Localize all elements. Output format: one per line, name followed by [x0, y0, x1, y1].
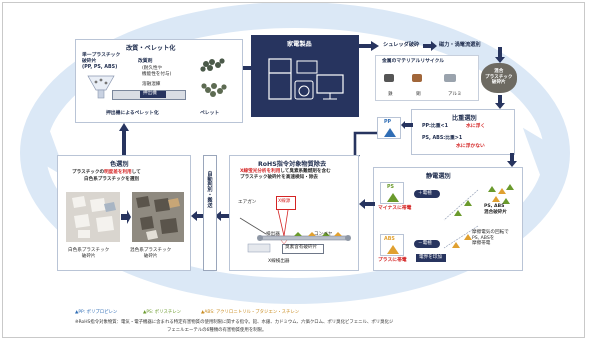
rohs-desc: X線蛍光分析を利用して臭素系難燃剤を含む プラスチック破砕片を高速検知・除去 [240, 169, 331, 180]
electrostatic-title: 静電選別 [426, 173, 451, 180]
mixed-crushed-label: PS, ABS 混合破砕片 [484, 204, 507, 215]
pellet-title: 改質・ペレット化 [126, 45, 176, 52]
bromine-box [282, 244, 324, 254]
pellet-label: ペレット [200, 111, 220, 116]
ps-badge-box: PS [380, 182, 404, 204]
color-sort-block: 色選別 プラスチックの明度差を利用して 白色系プラスチックを選別 白色系プラスチ… [57, 155, 191, 271]
arrow-electrostatic-to-rohs [359, 199, 375, 209]
pellet-pile-icon [200, 58, 227, 97]
color-sort-photos [66, 192, 184, 242]
magnetic-label: 磁力・渦電流選別 [439, 42, 481, 48]
rohs-title: RoHS指令対象物質除去 [258, 161, 327, 168]
diagram-frame: 改質・ペレット化 単一プラスチック 破砕片 (PP, PS, ABS) 改質剤 … [2, 2, 585, 338]
ps-charge: マイナスに帯電 [378, 206, 412, 211]
arrow-gravity-to-pp [401, 121, 413, 129]
pp-badge-box: PP [377, 117, 401, 139]
rohs-conveyor-drawing [239, 209, 351, 253]
appliances-title: 家電製品 [287, 41, 312, 48]
color-title: 色選別 [110, 161, 129, 168]
legend-abs: ▲ABS: アクリロニトリル・ブタジエン・スチレン [201, 309, 299, 315]
rohs-detector: 検出器 [266, 232, 280, 237]
legend-ps-text: ▲PS: ポリスチレン [143, 310, 182, 315]
modifier-note: (耐久性や 機能性を付与) [142, 66, 172, 77]
gravity-psabs-line: PS, ABS:比重>1 [422, 136, 463, 141]
color-white-label: 白色系プラスチック 破砕片 [68, 248, 110, 259]
minus-electrode-label: －電極 [418, 241, 432, 246]
pellet-block: 改質・ペレット化 単一プラスチック 破砕片 (PP, PS, ABS) 改質剤 … [75, 39, 243, 123]
metal-aluminum: アルミ [448, 92, 462, 97]
mixed-plastic-label: 混合 プラスチック 破砕片 [485, 69, 513, 86]
melt-label: 溶融混練 [142, 82, 161, 87]
rohs-block: RoHS指令対象物質除去 X線蛍光分析を利用して臭素系難燃剤を含む プラスチック… [229, 155, 359, 271]
rohs-desc-red: X線蛍光分析を利用 [240, 169, 281, 174]
arrow-rohs-to-auto [215, 211, 229, 221]
gravity-psabs-result: 水に浮かない [456, 144, 485, 149]
pellet-by-extruder-label: 押出機によるペレット化 [106, 111, 159, 116]
metal-copper: 銅 [416, 92, 421, 97]
legend-ps: ▲PS: ポリスチレン [143, 309, 181, 315]
minus-electrode [414, 240, 440, 248]
rohs-xray-unit: X線検出器 [268, 259, 290, 264]
abs-triangle [387, 245, 399, 254]
gravity-title: 比重選別 [452, 115, 477, 122]
plus-electrode-label: ＋電極 [418, 191, 432, 196]
ps-badge: PS [387, 185, 394, 190]
legend-note2: フェニルエーテルの6種類の有害物質使用を制限。 [167, 328, 267, 333]
abs-badge-box: ABS [380, 234, 404, 256]
arrow-to-mixed [495, 47, 505, 63]
legend-pp: ▲PP: ポリプロピレン [75, 309, 117, 315]
color-desc-b: して [131, 170, 141, 175]
mixed-plastic-pile [481, 63, 517, 93]
single-plastic-label: 単一プラスチック 破砕片 (PP, PS, ABS) [82, 53, 121, 70]
extruder-label-box [140, 91, 166, 98]
plus-electrode [414, 190, 440, 198]
gravity-pp-result: 水に浮く [466, 124, 486, 129]
metal-recycling-block: 金属のマテリアルリサイクル 鉄 銅 アルミ [375, 55, 479, 101]
auto-sort-block [203, 155, 217, 271]
appliances-icons [268, 58, 344, 100]
legend-abs-text: ▲ABS: アクリロニトリル・ブタジエン・スチレン [201, 310, 300, 315]
arrow-color-to-pellet [119, 123, 129, 155]
extruder-label: 押出機 [143, 91, 157, 96]
rohs-bromine: 臭素含有破砕片 [285, 245, 318, 250]
hopper-icon [87, 75, 115, 99]
color-desc-line2: 白色系プラスチックを選別 [84, 177, 140, 182]
shredder-label: シュレッダ破砕 [383, 42, 420, 48]
legend-note1: ※RoHS指令対象物質：電気・電子機器に含まれる特定有害物質の使用制限に関する指… [75, 320, 394, 325]
arrow-to-magnetic [423, 41, 437, 51]
rohs-xray-source: X線源 [278, 199, 291, 204]
mixed-ps-abs-icon [488, 184, 514, 204]
modifier-label: 改質剤 [138, 59, 153, 64]
arrow-to-electrostatic [507, 153, 517, 167]
abs-badge: ABS [384, 237, 395, 242]
gravity-block: 比重選別 PP:比重<1 水に浮く PS, ABS:比重>1 水に浮かない [411, 109, 515, 155]
pp-badge: PP [384, 120, 392, 125]
color-mixed-label: 混色系プラスチック 破砕片 [130, 248, 172, 259]
apply-voltage-box [416, 254, 446, 262]
arrow-auto-to-color [191, 211, 203, 221]
rohs-desc-rest: して臭素系難燃剤を含む プラスチック破砕片を高速検知・除去 [240, 169, 331, 180]
metal-iron: 鉄 [388, 92, 393, 97]
rohs-aircon: エアガン [238, 200, 257, 205]
apply-voltage-label: 電界を印加 [419, 255, 442, 260]
color-desc-a: プラスチックの [72, 170, 105, 175]
metal-pieces-icon [384, 74, 456, 82]
color-desc-red: 明度差を利用 [104, 170, 132, 175]
ps-triangle [387, 193, 399, 202]
color-desc-line1: プラスチックの明度差を利用して [72, 170, 141, 176]
metal-title: 金属のマテリアルリサイクル [382, 59, 445, 64]
pp-triangle [384, 128, 396, 137]
gravity-pp-line: PP:比重<1 [422, 124, 448, 129]
arrow-to-gravity [495, 95, 505, 109]
electrostatic-block: 静電選別 PS マイナスに帯電 ABS プラスに帯電 ＋電極 －電極 電界を印加 [373, 167, 523, 271]
xray-source-box [276, 196, 296, 210]
arrow-to-shredder [359, 41, 379, 51]
rohs-conveyor: コンベヤ [314, 232, 333, 237]
rotating-charge-label: 摩擦電気の回転で PS, ABSを 摩擦帯電 [472, 230, 509, 247]
electrostatic-particles [443, 189, 479, 249]
auto-sort-label: 自動判別・搬送 [206, 171, 213, 208]
legend-pp-text: ▲PP: ポリプロピレン [75, 310, 118, 315]
abs-charge: プラスに帯電 [378, 258, 407, 263]
